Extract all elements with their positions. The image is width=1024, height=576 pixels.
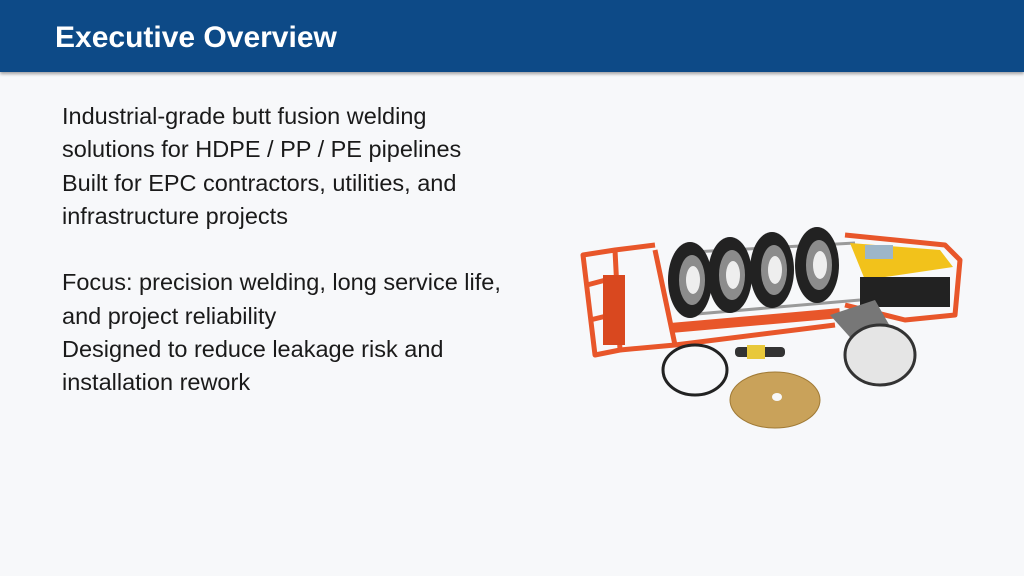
slide-title: Executive Overview	[55, 21, 337, 54]
title-bar: Executive Overview	[0, 0, 1024, 72]
bullet-text: Industrial-grade butt fusion welding sol…	[62, 103, 462, 163]
bullet-text: Focus: precision welding, long service l…	[62, 269, 501, 329]
bullet-text: Built for EPC contractors, utilities, an…	[62, 169, 457, 229]
body-text: Industrial-grade butt fusion welding sol…	[62, 100, 522, 400]
bullet-text: Designed to reduce leakage risk and inst…	[62, 336, 444, 396]
butt-fusion-machine-image	[580, 227, 963, 429]
